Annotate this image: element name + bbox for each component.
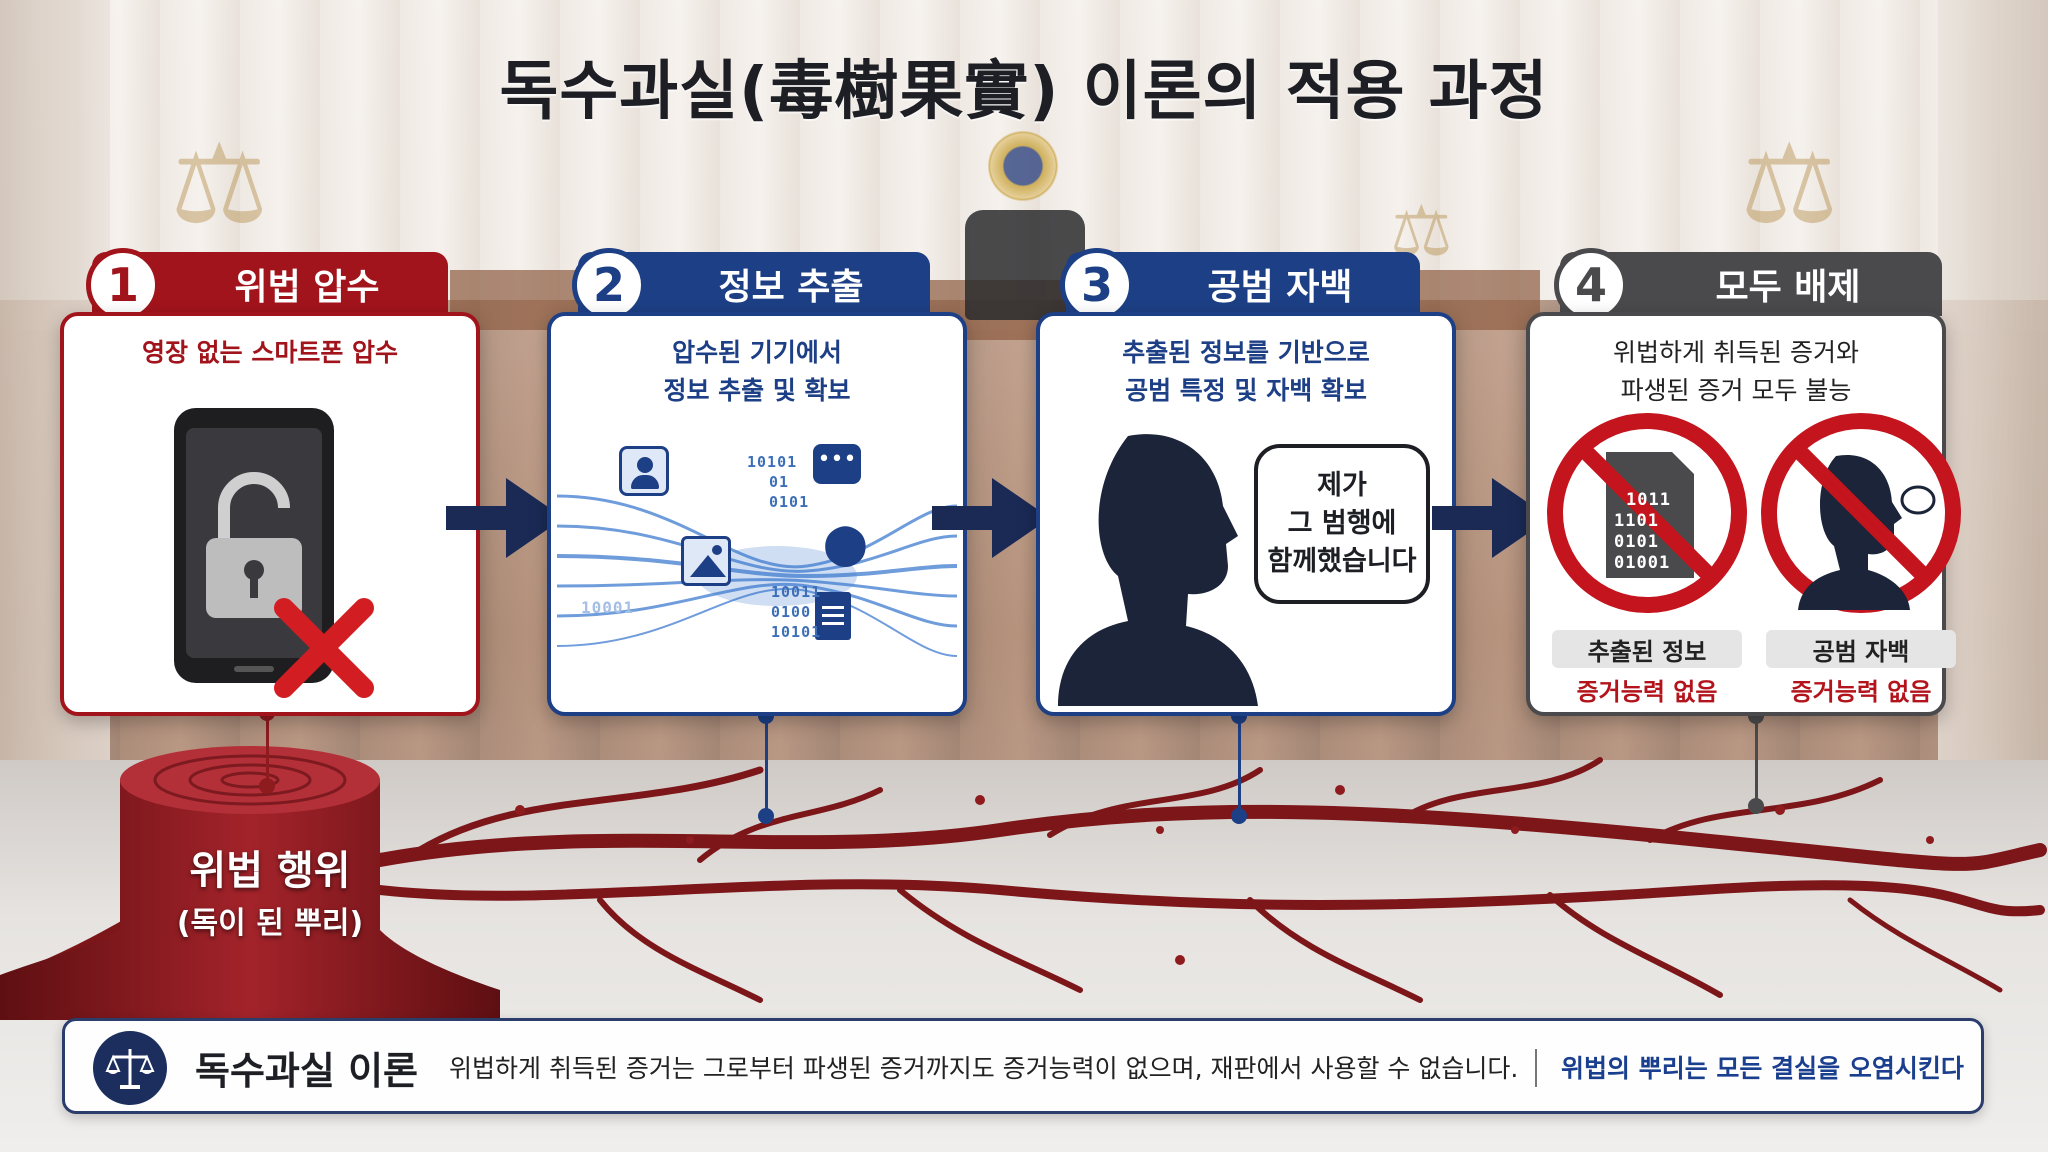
step-1-tab: 1 위법 압수 (86, 248, 448, 322)
scales-icon: ⚖ (1740, 120, 1839, 248)
prohibited-document-icon (1547, 413, 1747, 613)
connector-dot (259, 778, 275, 794)
right-column (1938, 0, 2048, 780)
prohibited-person-icon (1761, 413, 1961, 613)
connector-line (266, 716, 269, 786)
excluded-item-label: 공범 자백 (1766, 630, 1956, 668)
theory-summary-banner: 독수과실 이론 위법하게 취득된 증거는 그로부터 파생된 증거까지도 증거능력… (62, 1018, 1984, 1114)
root-sublabel: (독이 된 뿌리) (176, 906, 364, 941)
person-silhouette-icon (1058, 434, 1258, 706)
connector-line (1238, 716, 1241, 816)
root-label: 위법 행위 (189, 848, 351, 894)
scales-icon (93, 1031, 167, 1105)
contact-icon (619, 446, 669, 496)
step-2-tab: 2 정보 추출 (572, 248, 930, 322)
step-1-description: 영장 없는 스마트폰 압수 (141, 338, 399, 367)
step-3-label: 공범 자백 (1207, 267, 1353, 308)
step-4-tab: 4 모두 배제 (1554, 248, 1942, 322)
court-emblem-icon (985, 128, 1061, 204)
connector-line (1755, 716, 1758, 806)
confession-speech-bubble: 제가 그 범행에 함께했습니다 (1254, 444, 1430, 604)
arrow-right-icon (932, 478, 1050, 558)
banner-divider (1535, 1049, 1537, 1087)
step-2-description: 압수된 기기에서 정보 추출 및 확보 (663, 338, 851, 405)
excluded-item-status: 증거능력 없음 (1790, 678, 1932, 706)
step-1-card: 영장 없는 스마트폰 압수 (60, 312, 480, 716)
step-2-label: 정보 추출 (718, 267, 864, 308)
banner-description: 위법하게 취득된 증거는 그로부터 파생된 증거까지도 증거능력이 없으며, 재… (449, 1054, 1519, 1083)
step-3-tab: 3 공범 자백 (1060, 248, 1420, 322)
page-title: 독수과실(毒樹果實) 이론의 적용 과정 (499, 55, 1549, 129)
excluded-item-label: 추출된 정보 (1552, 630, 1742, 668)
poisoned-roots (0, 746, 2047, 1020)
location-pin-icon: ⬤ (823, 521, 868, 567)
arrow-right-icon (446, 478, 564, 558)
document-icon (815, 592, 851, 640)
image-icon (681, 536, 731, 586)
scales-icon: ⚖ (170, 120, 269, 248)
arrow-right-icon (1432, 478, 1550, 558)
connector-line (765, 716, 768, 816)
data-stream-illustration (557, 494, 958, 657)
message-icon: ••• (813, 444, 861, 484)
smartphone-lock-icon (174, 408, 374, 698)
binary-data: 10001 (581, 598, 635, 617)
banner-title: 독수과실 이론 (195, 1048, 418, 1093)
step-1-number: 1 (86, 248, 160, 322)
step-4-number: 4 (1554, 248, 1628, 322)
step-3-number: 3 (1060, 248, 1134, 322)
connector-dot (758, 808, 774, 824)
step-3-description: 추출된 정보를 기반으로 공범 특정 및 자백 확보 (1122, 338, 1370, 405)
excluded-item-status: 증거능력 없음 (1576, 678, 1718, 706)
connector-dot (1231, 808, 1247, 824)
step-1-label: 위법 압수 (234, 267, 380, 308)
step-2-number: 2 (572, 248, 646, 322)
step-4-description: 위법하게 취득된 증거와 파생된 증거 모두 불능 (1613, 338, 1859, 405)
banner-slogan: 위법의 뿌리는 모든 결실을 오염시킨다 (1561, 1054, 1964, 1083)
connector-dot (1748, 798, 1764, 814)
binary-data: 1011 1101 0101 01001 (1614, 490, 1671, 573)
step-4-label: 모두 배제 (1715, 267, 1861, 308)
